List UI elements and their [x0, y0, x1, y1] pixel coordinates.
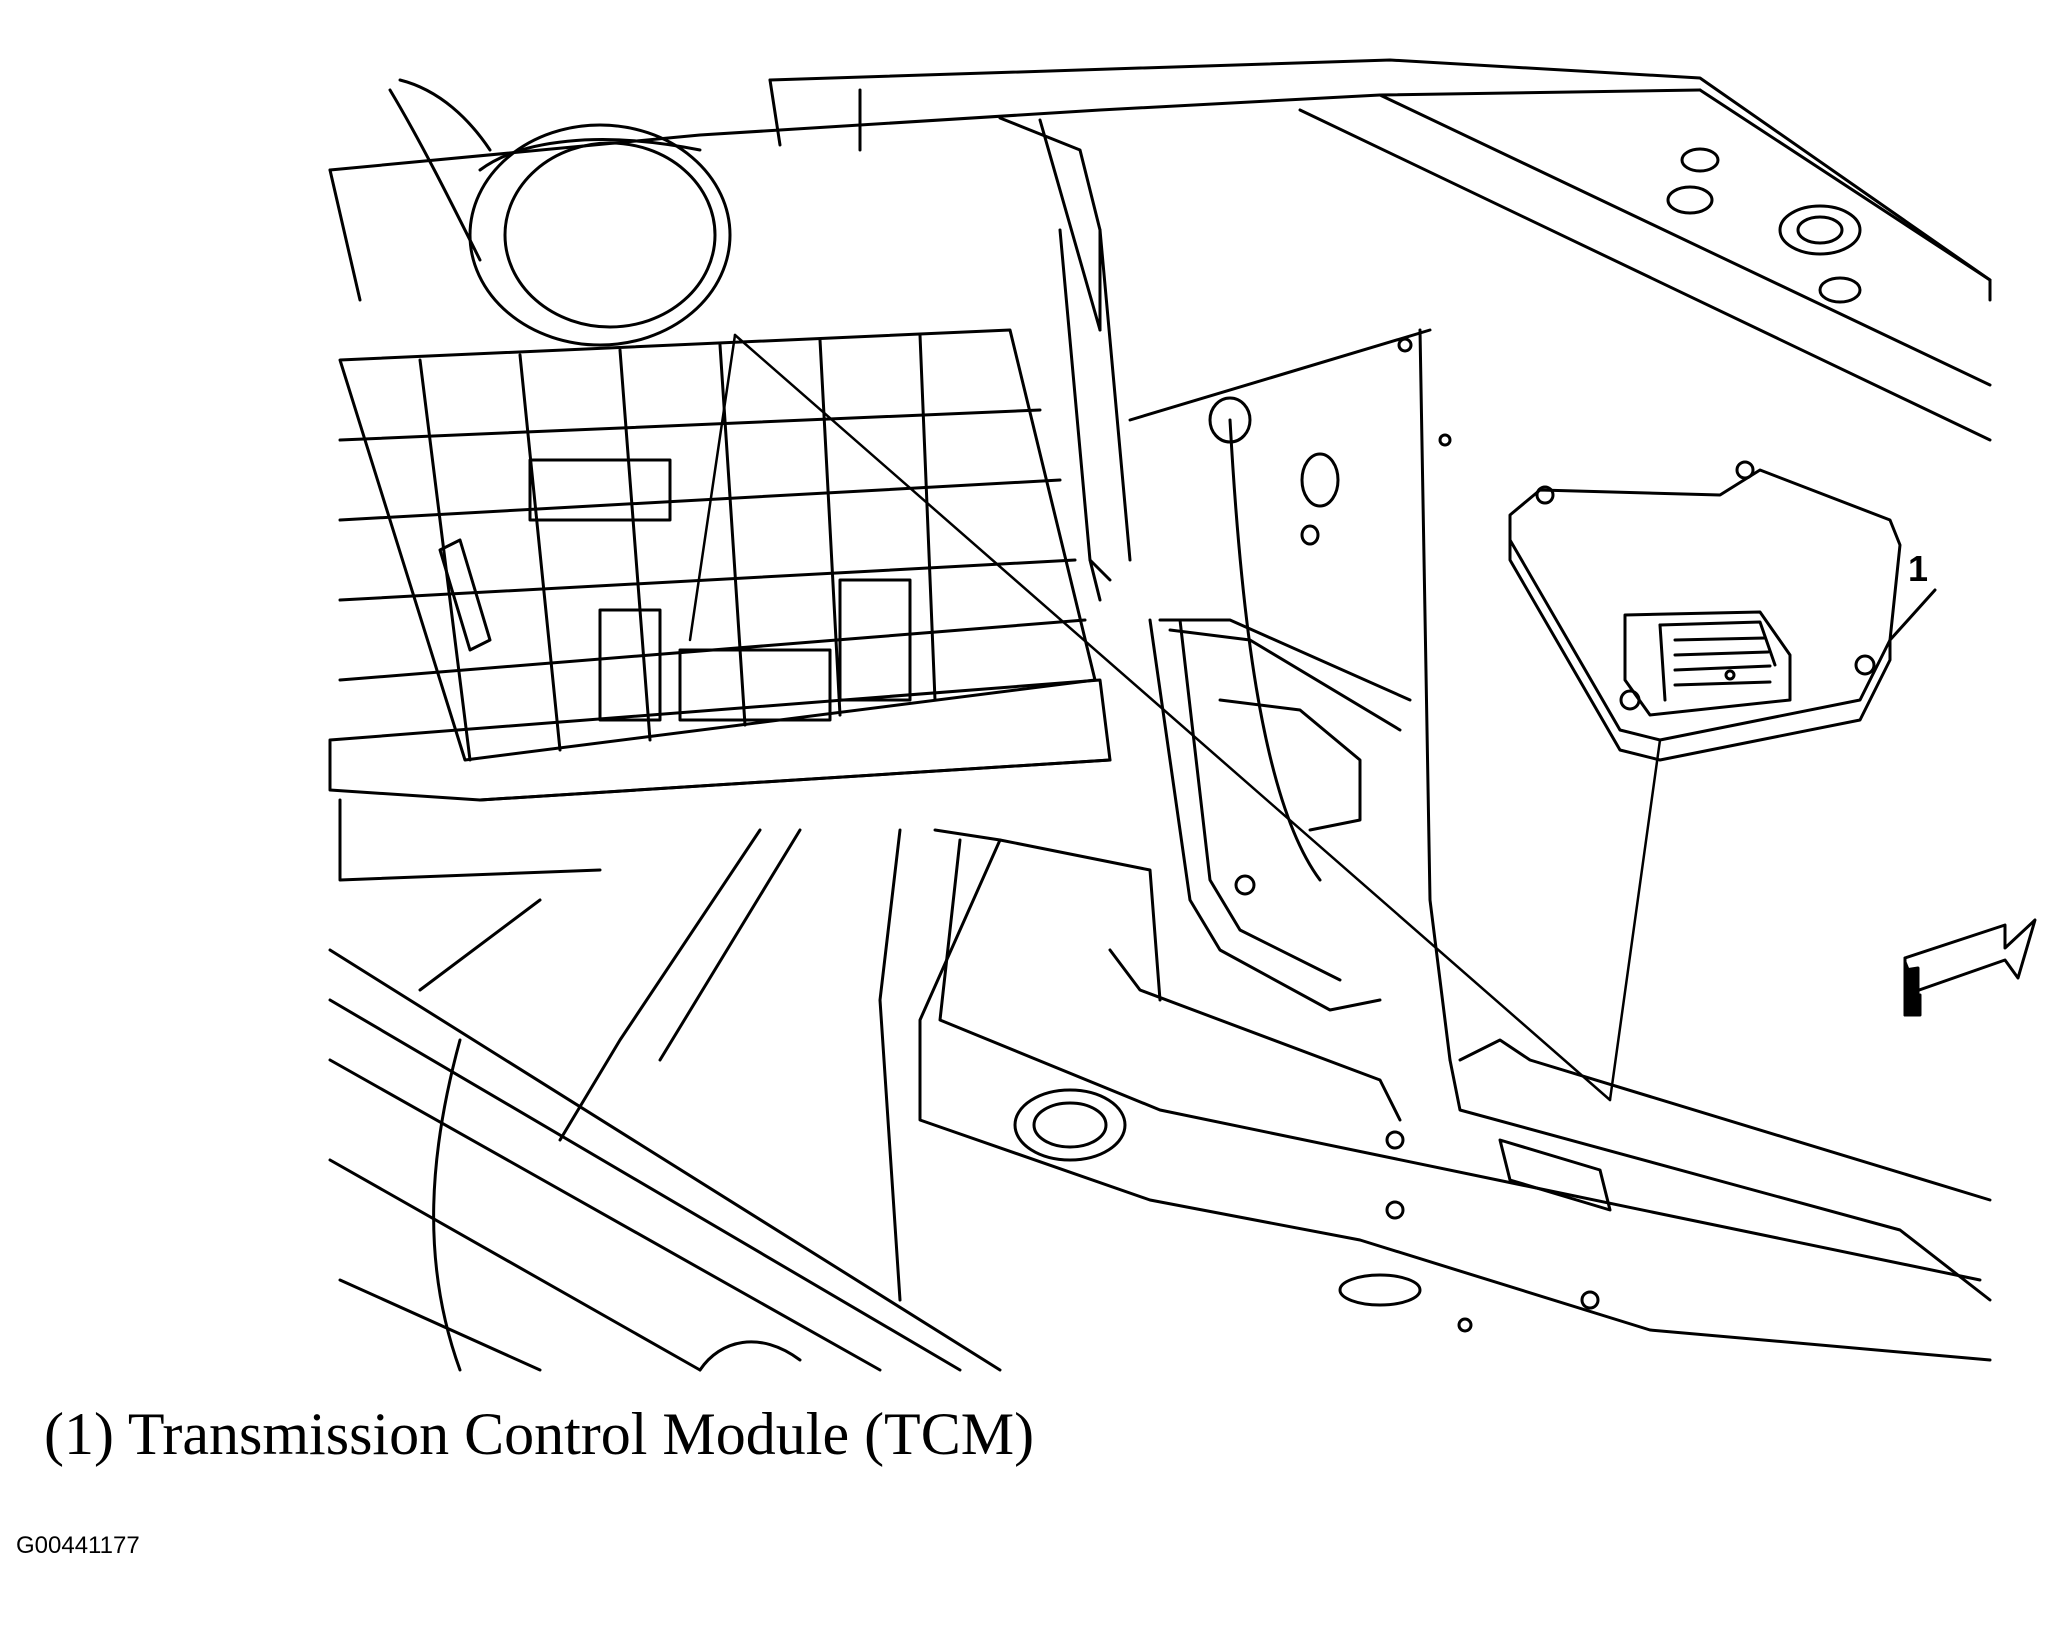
callout-leader-line	[1888, 588, 1937, 642]
battery-tray-grid	[328, 328, 1112, 882]
lower-frame-rail	[918, 828, 1992, 1362]
callout-number-1: 1	[1908, 548, 1929, 589]
arrow-icon	[1903, 918, 2037, 1017]
leader-lines	[688, 333, 1662, 1102]
figure-id: G00441177	[16, 1532, 140, 1559]
cross-member-bracket	[1058, 228, 1452, 1062]
air-duct	[328, 78, 732, 347]
connector-icon	[1623, 610, 1792, 717]
upper-frame-structure	[328, 58, 1992, 442]
tcm-module-icon	[1508, 460, 1902, 762]
figure-caption: (1) Transmission Control Module (TCM)	[44, 1401, 1035, 1467]
lower-left-rails	[328, 828, 1002, 1372]
